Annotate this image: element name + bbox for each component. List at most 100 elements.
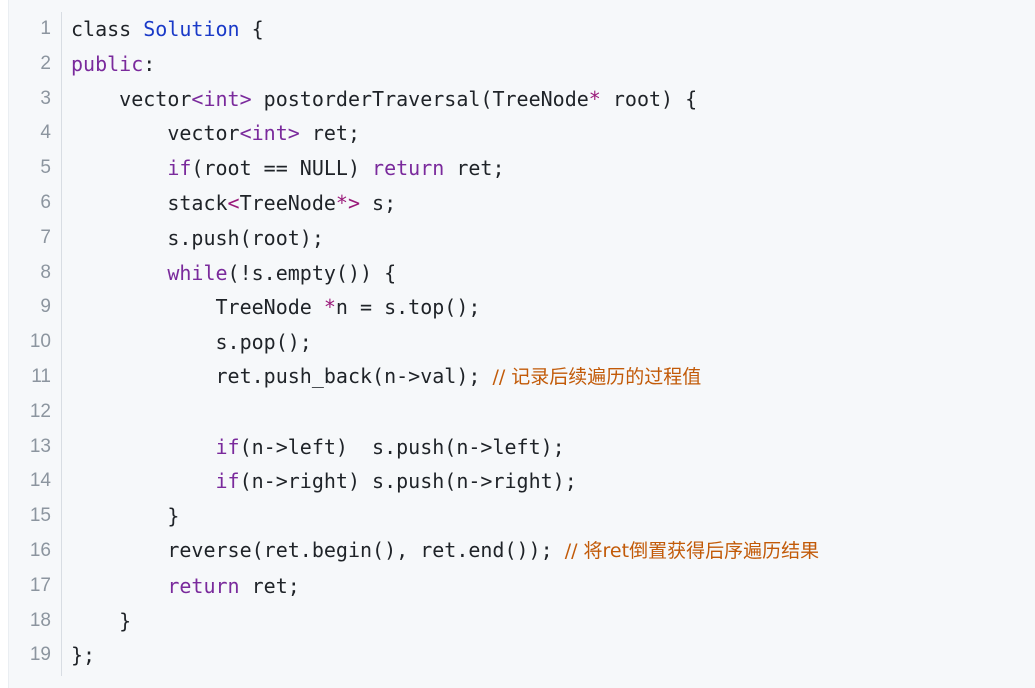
- code-token: while: [167, 260, 228, 285]
- line-number: 18: [29, 609, 51, 631]
- line-source: vector<int> ret;: [63, 116, 360, 151]
- code-token: }: [71, 608, 132, 633]
- code-token: TreeNode: [239, 190, 336, 215]
- code-line: 14 if(n->right) s.push(n->right);: [9, 464, 1035, 499]
- line-number: 4: [40, 122, 51, 144]
- code-token: (!s.empty()) {: [227, 260, 397, 285]
- line-number-gutter: [9, 12, 62, 676]
- line-source: TreeNode *n = s.top();: [63, 290, 480, 325]
- line-number: 9: [40, 296, 51, 318]
- code-token: [71, 261, 167, 285]
- code-token: s;: [360, 190, 397, 215]
- line-source: s.pop();: [63, 325, 312, 360]
- line-source: }: [63, 499, 179, 534]
- code-token: };: [71, 643, 96, 668]
- code-line: 4 vector<int> ret;: [9, 116, 1035, 151]
- line-source: public:: [63, 47, 155, 82]
- code-line: 6 stack<TreeNode*> s;: [9, 186, 1035, 221]
- line-source: if(n->left) s.push(n->left);: [63, 430, 565, 465]
- code-token: s.push(root);: [71, 225, 324, 250]
- code-token: if: [167, 156, 192, 181]
- code-line: 5 if(root == NULL) return ret;: [9, 151, 1035, 186]
- line-source: reverse(ret.begin(), ret.end()); // 将ret…: [63, 533, 819, 569]
- code-line: 16 reverse(ret.begin(), ret.end()); // 将…: [9, 534, 1035, 569]
- code-token: public: [71, 51, 144, 76]
- line-source: ret.push_back(n->val); // 记录后续遍历的过程值: [63, 359, 701, 395]
- code-line: 7 s.push(root);: [9, 221, 1035, 256]
- code-line: 15 }: [9, 499, 1035, 534]
- line-source: s.push(root);: [63, 221, 324, 256]
- line-number: 14: [29, 470, 51, 492]
- code-token: Solution: [143, 17, 240, 41]
- code-token: [71, 156, 167, 180]
- code-token: [71, 574, 167, 598]
- line-number: 16: [29, 539, 51, 561]
- line-number: 13: [29, 435, 51, 457]
- code-token: *>: [335, 190, 361, 215]
- code-token: :: [143, 51, 156, 76]
- code-comment: // 将ret倒置获得后序遍历结果: [564, 540, 820, 563]
- code-line: 10 s.pop();: [9, 325, 1035, 360]
- code-token: ret;: [239, 573, 300, 598]
- line-source: };: [63, 638, 95, 673]
- line-number: 8: [40, 261, 51, 283]
- line-source: if(root == NULL) return ret;: [63, 151, 505, 186]
- code-token: root) {: [600, 86, 698, 111]
- line-number: 1: [40, 18, 51, 39]
- code-token: (n->left) s.push(n->left);: [239, 434, 565, 459]
- line-source: while(!s.empty()) {: [63, 256, 396, 291]
- code-token: <int>: [239, 121, 300, 146]
- code-token: [71, 435, 216, 459]
- line-source: stack<TreeNode*> s;: [63, 186, 396, 221]
- line-source: if(n->right) s.push(n->right);: [63, 464, 577, 499]
- line-number: 17: [29, 574, 51, 596]
- line-number: 2: [40, 52, 51, 74]
- line-number: 3: [40, 87, 51, 109]
- line-number: 6: [40, 191, 51, 213]
- code-token: [71, 469, 216, 493]
- line-number: 12: [29, 400, 51, 422]
- code-token: }: [71, 504, 180, 529]
- line-number: 15: [29, 505, 51, 527]
- code-token: <: [227, 190, 240, 215]
- code-line: 9 TreeNode *n = s.top();: [9, 290, 1035, 325]
- code-token: postorderTraversal(TreeNode: [251, 86, 589, 111]
- code-line: 18 }: [9, 604, 1035, 639]
- code-line: 8 while(!s.empty()) {: [9, 256, 1035, 291]
- code-token: if: [215, 434, 240, 459]
- code-token: TreeNode: [71, 295, 324, 320]
- code-token: stack: [71, 190, 228, 215]
- line-number: 19: [29, 644, 51, 666]
- code-token: vector: [71, 121, 240, 146]
- code-line: 12: [9, 395, 1035, 430]
- line-source: class Solution {: [63, 12, 264, 47]
- code-line: 19};: [9, 638, 1035, 673]
- code-token: ret;: [299, 121, 361, 146]
- line-source: vector<int> postorderTraversal(TreeNode*…: [63, 82, 697, 117]
- line-number: 10: [29, 331, 51, 353]
- code-token: *: [588, 86, 601, 111]
- code-token: n = s.top();: [335, 295, 481, 320]
- line-number: 5: [40, 157, 51, 179]
- line-source: return ret;: [63, 569, 300, 604]
- code-line: 2 public:: [9, 47, 1035, 82]
- code-line: 13 if(n->left) s.push(n->left);: [9, 430, 1035, 465]
- code-token: {: [239, 17, 264, 41]
- code-token: ret;: [444, 156, 505, 181]
- line-number: 7: [40, 226, 51, 248]
- line-source: }: [63, 604, 131, 639]
- code-line: 11 ret.push_back(n->val); // 记录后续遍历的过程值: [9, 360, 1035, 395]
- line-number: 11: [31, 365, 51, 387]
- code-line: 17 return ret;: [9, 569, 1035, 604]
- code-token: <int>: [191, 86, 252, 111]
- code-token: s.pop();: [71, 330, 312, 355]
- code-token: *: [323, 295, 336, 320]
- code-token: if: [215, 469, 240, 494]
- code-token: return: [167, 573, 240, 598]
- code-token: ret.push_back(n->val);: [71, 364, 493, 389]
- code-token: vector: [71, 86, 192, 111]
- code-token: (n->right) s.push(n->right);: [239, 469, 577, 494]
- code-token: (root == NULL): [191, 156, 373, 181]
